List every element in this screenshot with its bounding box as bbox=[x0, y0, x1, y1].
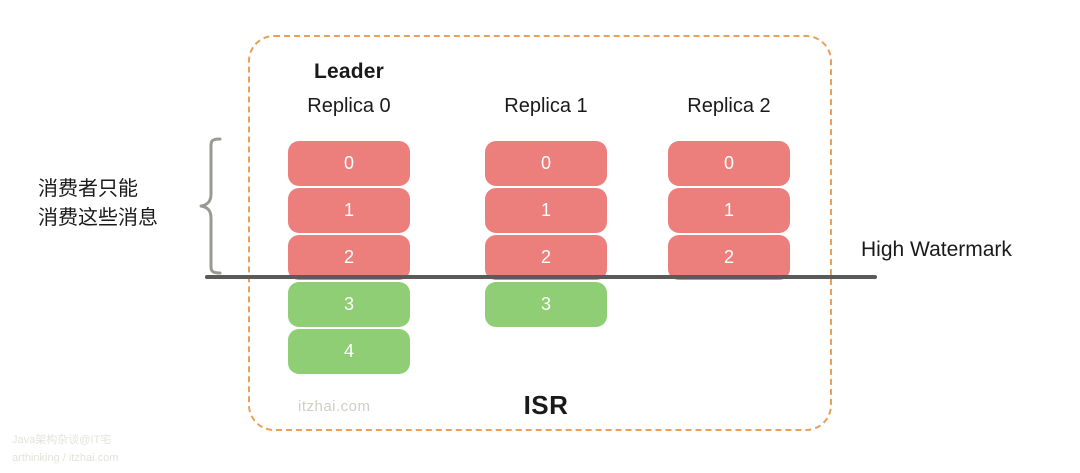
leader-label: Leader bbox=[313, 60, 385, 83]
high-watermark-line bbox=[205, 275, 877, 279]
corner-watermark: Java架构杂谈@IT宅 arthinking / itzhai.com bbox=[12, 434, 119, 464]
message-cell: 1 bbox=[668, 188, 790, 233]
message-cell: 2 bbox=[668, 235, 790, 280]
replica-0-header: Replica 0 bbox=[307, 95, 391, 117]
message-cell: 4 bbox=[288, 329, 410, 374]
message-cell: 0 bbox=[288, 141, 410, 186]
isr-boundary bbox=[248, 35, 832, 431]
curly-brace-icon bbox=[198, 136, 222, 276]
replica-1-header: Replica 1 bbox=[504, 95, 588, 117]
consumer-annotation: 消费者只能 消费这些消息 bbox=[38, 178, 158, 229]
message-cell: 3 bbox=[485, 282, 607, 327]
message-cell: 2 bbox=[485, 235, 607, 280]
isr-title: ISR bbox=[523, 390, 569, 420]
message-cell: 3 bbox=[288, 282, 410, 327]
replica-2-header: Replica 2 bbox=[687, 95, 771, 117]
inner-watermark: itzhai.com bbox=[298, 398, 371, 415]
message-cell: 1 bbox=[485, 188, 607, 233]
message-cell: 1 bbox=[288, 188, 410, 233]
message-cell: 0 bbox=[668, 141, 790, 186]
message-cell: 0 bbox=[485, 141, 607, 186]
high-watermark-label: High Watermark bbox=[861, 238, 1012, 261]
message-cell: 2 bbox=[288, 235, 410, 280]
